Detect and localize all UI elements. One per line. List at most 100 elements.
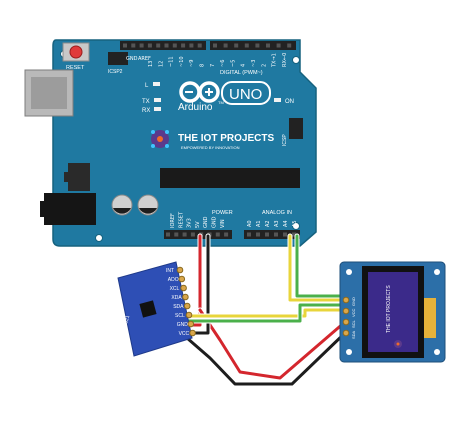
on-label: ON bbox=[285, 99, 294, 105]
analog-pin-label: A0 bbox=[247, 220, 253, 227]
digital-pin-label: ~6 bbox=[220, 60, 226, 67]
power-pin-label: GND bbox=[203, 216, 209, 228]
uno-badge: UNO bbox=[221, 81, 271, 105]
arduino-logo-icon bbox=[179, 81, 220, 103]
sensor-pin-label: SCL bbox=[175, 313, 185, 319]
header-pin bbox=[256, 232, 260, 237]
header-pin bbox=[247, 232, 251, 237]
gnd-label: GND bbox=[126, 56, 138, 62]
header-pin bbox=[213, 43, 217, 48]
header-pin bbox=[164, 43, 169, 48]
sensor-pin bbox=[185, 311, 193, 319]
analog-pin-label: A1 bbox=[256, 220, 262, 227]
digital-pin-label: 7 bbox=[210, 64, 216, 67]
oled-screen-logo-icon bbox=[394, 340, 402, 348]
header-pin bbox=[139, 43, 144, 48]
analog-pin-label: A2 bbox=[265, 220, 271, 227]
sensor-chip bbox=[139, 300, 157, 318]
header-pin bbox=[181, 43, 186, 48]
oled-ribbon bbox=[424, 298, 436, 338]
header-pin bbox=[223, 43, 228, 48]
mounting-hole bbox=[95, 234, 103, 242]
digital-pin-label: 8 bbox=[200, 64, 206, 67]
wire-sda bbox=[184, 233, 348, 319]
header-pin bbox=[190, 232, 195, 237]
sensor-pin-label: VCC bbox=[179, 331, 190, 337]
header-pin bbox=[174, 232, 179, 237]
oled-screen-text: THE IOT PROJECTS bbox=[386, 285, 392, 333]
header-pin bbox=[283, 232, 287, 237]
sensor-pin-label: GND bbox=[177, 322, 189, 328]
oled-pin bbox=[342, 318, 350, 326]
header-pin bbox=[292, 232, 296, 237]
power-pin-label: VIN bbox=[220, 219, 226, 228]
sensor-pin bbox=[187, 320, 195, 328]
header-pin bbox=[274, 232, 278, 237]
power-label: POWER bbox=[212, 210, 233, 216]
header-pin bbox=[147, 43, 152, 48]
mounting-hole bbox=[292, 222, 300, 230]
reset-label: RESET bbox=[66, 65, 85, 71]
oled-mount-hole bbox=[346, 349, 352, 355]
sensor-pin bbox=[189, 329, 196, 337]
atmega-chip bbox=[160, 168, 300, 188]
on-led bbox=[274, 98, 281, 102]
oled-pin bbox=[342, 329, 350, 337]
iot-projects-logo bbox=[151, 130, 169, 148]
power-pin-label: GND bbox=[212, 216, 218, 228]
header-pin bbox=[166, 232, 170, 237]
capacitor bbox=[111, 194, 133, 216]
oled-mount-hole bbox=[434, 349, 440, 355]
analog-pin-label: A3 bbox=[274, 220, 280, 227]
l-led bbox=[153, 82, 160, 86]
digital-pin-label: ~3 bbox=[251, 60, 257, 67]
usb-connector bbox=[24, 69, 74, 117]
sensor-pin bbox=[183, 302, 191, 310]
digital-pin-label: 12 bbox=[158, 61, 164, 67]
arduino-brand: Arduino bbox=[178, 102, 213, 113]
header-pin bbox=[287, 43, 292, 48]
oled-screen bbox=[368, 272, 418, 352]
sensor-pin-label: INT bbox=[166, 268, 174, 274]
icsp-header bbox=[289, 118, 303, 139]
oled-pin-label: SDA bbox=[351, 330, 356, 339]
sensor-pin bbox=[178, 275, 186, 283]
analog-pin-label: A4 bbox=[283, 220, 289, 227]
digital-label: DIGITAL (PWM~) bbox=[220, 70, 263, 76]
reset-button[interactable] bbox=[62, 42, 90, 62]
wires bbox=[184, 233, 348, 387]
power-pin-label: 5V bbox=[195, 221, 201, 228]
sensor-pin-label: XDA bbox=[171, 295, 182, 301]
digital-pin-label: TX→1 bbox=[272, 53, 278, 68]
logo-tagline: EMPOWERED BY INNOVATION bbox=[181, 145, 240, 150]
tx-led bbox=[154, 98, 161, 102]
regulator-tab bbox=[64, 172, 69, 182]
oled-pin bbox=[342, 296, 350, 304]
trademark: TM bbox=[218, 100, 224, 105]
header-pin bbox=[131, 43, 136, 48]
digital-pin-label: ~5 bbox=[230, 60, 236, 67]
header-pin bbox=[172, 43, 177, 48]
wire-scl bbox=[184, 233, 348, 324]
header-pin bbox=[224, 232, 229, 237]
header-pin bbox=[266, 43, 270, 48]
digital-pin-label: ~10 bbox=[179, 56, 185, 67]
power-pin-label: IOREF bbox=[170, 213, 176, 228]
sensor-pin bbox=[176, 266, 184, 274]
header-pin bbox=[215, 232, 220, 237]
digital-pin-label: 4 bbox=[241, 64, 247, 67]
oled-mount-hole bbox=[346, 269, 352, 275]
mounting-hole bbox=[292, 56, 300, 64]
analog-header bbox=[244, 230, 300, 239]
dc-power-jack bbox=[40, 193, 96, 225]
tx-led-label: TX bbox=[142, 99, 150, 105]
